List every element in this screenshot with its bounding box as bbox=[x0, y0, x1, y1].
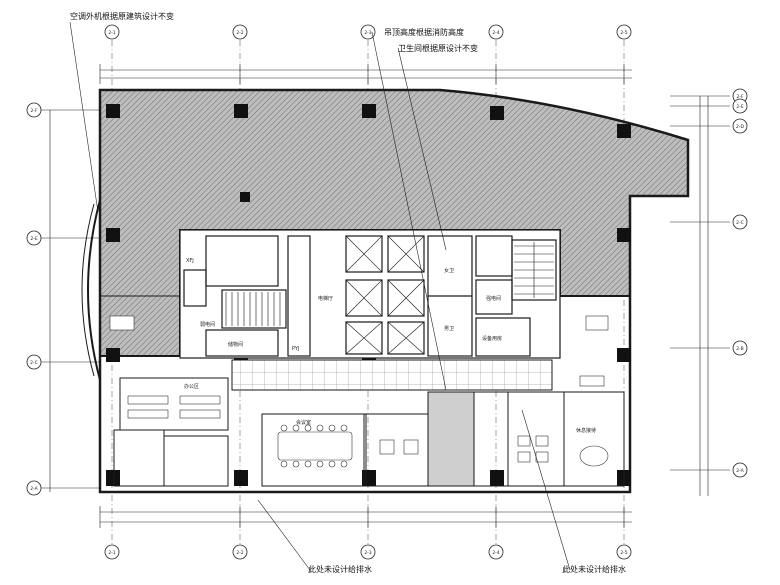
axis-top-1: 2-1 bbox=[108, 30, 115, 36]
room-shaft: PYJ bbox=[292, 346, 299, 352]
axis-top-3: 2-3 bbox=[364, 30, 371, 36]
axis-left-1: 2-F bbox=[30, 108, 37, 114]
room-restroom-f: 女卫 bbox=[444, 267, 454, 274]
core-zone bbox=[179, 229, 561, 359]
room-fire-shaft: XFJ bbox=[186, 258, 194, 264]
left-dimensions bbox=[40, 109, 100, 492]
axis-bottom-4: 2-4 bbox=[492, 550, 499, 556]
note-bottom-2: 此处未设计给排水 bbox=[562, 565, 626, 574]
room-office: 办公区 bbox=[184, 383, 199, 390]
axis-right-1: 2-F bbox=[736, 94, 743, 100]
axis-right-3: 2-D bbox=[736, 124, 744, 130]
note-leaders bbox=[69, 21, 571, 571]
room-restroom-m: 男卫 bbox=[444, 326, 454, 332]
axis-bubbles bbox=[26, 24, 748, 560]
note-top-center-2: 卫生间根据原设计不变 bbox=[398, 44, 478, 53]
axis-right-4: 2-C bbox=[736, 220, 744, 226]
axis-right-6: 2-A bbox=[736, 468, 744, 474]
axis-left-3: 2-C bbox=[30, 360, 38, 366]
room-strong-elec: 强电间 bbox=[486, 295, 501, 302]
top-dimensions bbox=[99, 64, 632, 84]
room-equipment: 设备用房 bbox=[482, 335, 502, 342]
corridor-floor bbox=[231, 359, 553, 391]
right-dimensions bbox=[670, 95, 730, 496]
axis-right-2: 2-E bbox=[736, 104, 743, 110]
axis-labels: 2-1 2-2 2-3 2-4 2-5 2-1 2-2 2-3 2-4 2-5 … bbox=[30, 30, 744, 556]
axis-bottom-3: 2-3 bbox=[364, 550, 371, 556]
room-meeting: 会议室 bbox=[296, 419, 311, 426]
bottom-dimensions bbox=[99, 506, 632, 528]
axis-top-4: 2-4 bbox=[492, 30, 499, 36]
room-labels: 电梯厅 女卫 男卫 储物间 弱电间 强电间 设备用房 休息接待 会议室 办公区 … bbox=[184, 258, 596, 434]
note-top-left: 空调外机根据原建筑设计不变 bbox=[70, 12, 174, 21]
note-top-center-1: 吊顶高度根据消防高度 bbox=[384, 28, 464, 37]
axis-top-5: 2-5 bbox=[620, 30, 627, 36]
room-storage: 储物间 bbox=[228, 341, 243, 348]
axis-right-5: 2-B bbox=[736, 346, 743, 352]
room-weak-elec: 弱电间 bbox=[200, 321, 215, 328]
axis-left-2: 2-E bbox=[30, 236, 37, 242]
structural-columns bbox=[106, 104, 631, 486]
room-elevator-hall: 电梯厅 bbox=[318, 295, 333, 302]
axis-bottom-1: 2-1 bbox=[108, 550, 115, 556]
room-reception: 休息接待 bbox=[576, 427, 596, 434]
axis-top-2: 2-2 bbox=[236, 30, 243, 36]
note-bottom-1: 此处未设计给排水 bbox=[308, 565, 372, 574]
axis-bottom-5: 2-5 bbox=[620, 550, 627, 556]
south-offices bbox=[113, 377, 625, 487]
axis-left-4: 2-A bbox=[30, 486, 38, 492]
furniture bbox=[109, 315, 609, 468]
axis-bottom-2: 2-2 bbox=[236, 550, 243, 556]
